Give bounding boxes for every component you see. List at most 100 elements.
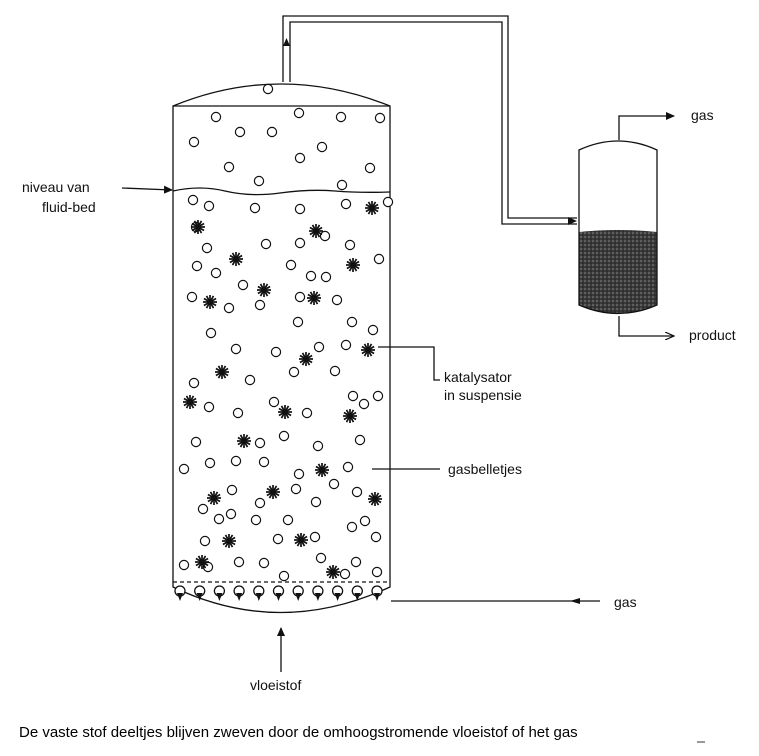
gas-bubble <box>294 203 306 215</box>
gas-bubbles-group <box>178 83 394 582</box>
gas-bubble <box>210 111 222 123</box>
gas-bubble <box>288 366 300 378</box>
distributor-nozzle <box>371 585 383 601</box>
gas-bubble <box>350 556 362 568</box>
gas-bubble <box>335 111 347 123</box>
gas-bubble <box>234 126 246 138</box>
gas-bubble <box>223 161 235 173</box>
gas-bubble <box>210 267 222 279</box>
gas-bubble <box>364 162 376 174</box>
gas-bubble <box>188 377 200 389</box>
gas-bubble <box>258 456 270 468</box>
gas-bubble <box>272 533 284 545</box>
gas-bubble <box>374 112 386 124</box>
gas-bubble <box>328 478 340 490</box>
fluid-bed-level-label-line1: niveau van <box>22 179 90 195</box>
gas-bubble <box>266 126 278 138</box>
gas-bubble <box>285 259 297 271</box>
gas-bubble <box>205 327 217 339</box>
gas-bubble <box>250 514 262 526</box>
gas-bubble <box>331 294 343 306</box>
gas-bubble <box>237 279 249 291</box>
catalyst-particle <box>195 555 209 569</box>
gas-bubble <box>315 552 327 564</box>
gas-bubble <box>347 390 359 402</box>
gas-bubble <box>253 175 265 187</box>
gas-bubble <box>188 136 200 148</box>
catalyst-particle <box>207 491 221 505</box>
catalyst-particle <box>361 343 375 357</box>
gas-bubble <box>178 559 190 571</box>
catalyst-pointer <box>378 346 440 381</box>
gas-bubble <box>340 339 352 351</box>
catalyst-label: katalysator in suspensie <box>444 369 522 403</box>
catalyst-particle <box>368 492 382 506</box>
gas-bubble <box>230 343 242 355</box>
catalyst-particle <box>183 395 197 409</box>
gas-bubble <box>244 374 256 386</box>
gas-bubble <box>213 513 225 525</box>
catalyst-particle <box>365 201 379 215</box>
gas-bubble <box>342 461 354 473</box>
catalyst-particle <box>215 365 229 379</box>
distributor-nozzle <box>292 585 304 601</box>
gas-bubble <box>305 270 317 282</box>
catalyst-particle <box>326 565 340 579</box>
catalyst-label-line2: in suspensie <box>444 387 522 403</box>
gas-bubble <box>367 324 379 336</box>
catalyst-particles-group <box>183 201 382 579</box>
distributor-nozzle <box>194 585 206 601</box>
gas-bubble <box>336 179 348 191</box>
gas-bubble <box>249 202 261 214</box>
catalyst-particle <box>191 220 205 234</box>
gas-bubble <box>260 238 272 250</box>
gas-bubble <box>254 497 266 509</box>
gas-bubble <box>292 316 304 328</box>
gas-bubble <box>344 239 356 251</box>
gas-bubble <box>187 194 199 206</box>
gas-bubble <box>372 390 384 402</box>
distributor-nozzle <box>351 585 363 601</box>
gas-bubble <box>178 463 190 475</box>
catalyst-particle <box>309 224 323 238</box>
gas-bubble <box>294 152 306 164</box>
catalyst-particle <box>307 291 321 305</box>
gas-bubble <box>340 198 352 210</box>
gas-bubble <box>358 398 370 410</box>
gas-bubble <box>191 260 203 272</box>
gas-bubble <box>382 196 394 208</box>
catalyst-particle <box>315 463 329 477</box>
gas-bubble <box>204 457 216 469</box>
gas-bubble <box>294 291 306 303</box>
gas-inlet-label: gas <box>614 594 637 610</box>
gas-bubble <box>278 430 290 442</box>
gas-bubble <box>293 468 305 480</box>
figure-caption: De vaste stof deeltjes blijven zweven do… <box>19 724 578 741</box>
gas-bubble <box>226 484 238 496</box>
gas-bubble <box>301 407 313 419</box>
gas-bubble <box>346 521 358 533</box>
catalyst-particle <box>257 283 271 297</box>
gas-bubble <box>373 253 385 265</box>
gas-bubble <box>201 242 213 254</box>
gas-bubble <box>203 200 215 212</box>
gas-bubble <box>371 566 383 578</box>
gas-bubble <box>293 107 305 119</box>
separator-product-label: product <box>689 327 736 343</box>
outlet-pipe <box>282 15 577 225</box>
fluid-bed-level-pointer <box>121 185 173 194</box>
distributor-nozzle <box>272 585 285 601</box>
gas-bubble <box>225 508 237 520</box>
gas-bubble <box>232 407 244 419</box>
gas-bubble <box>351 486 363 498</box>
catalyst-particle <box>229 252 243 266</box>
gas-bubble <box>290 483 302 495</box>
catalyst-particle <box>222 534 236 548</box>
gas-bubble <box>313 341 325 353</box>
catalyst-particle <box>266 485 280 499</box>
gas-bubble <box>278 570 290 582</box>
fluid-bed-level-label: niveau van fluid-bed <box>22 179 96 215</box>
gas-bubble <box>268 396 280 408</box>
gas-bubble <box>262 83 274 95</box>
